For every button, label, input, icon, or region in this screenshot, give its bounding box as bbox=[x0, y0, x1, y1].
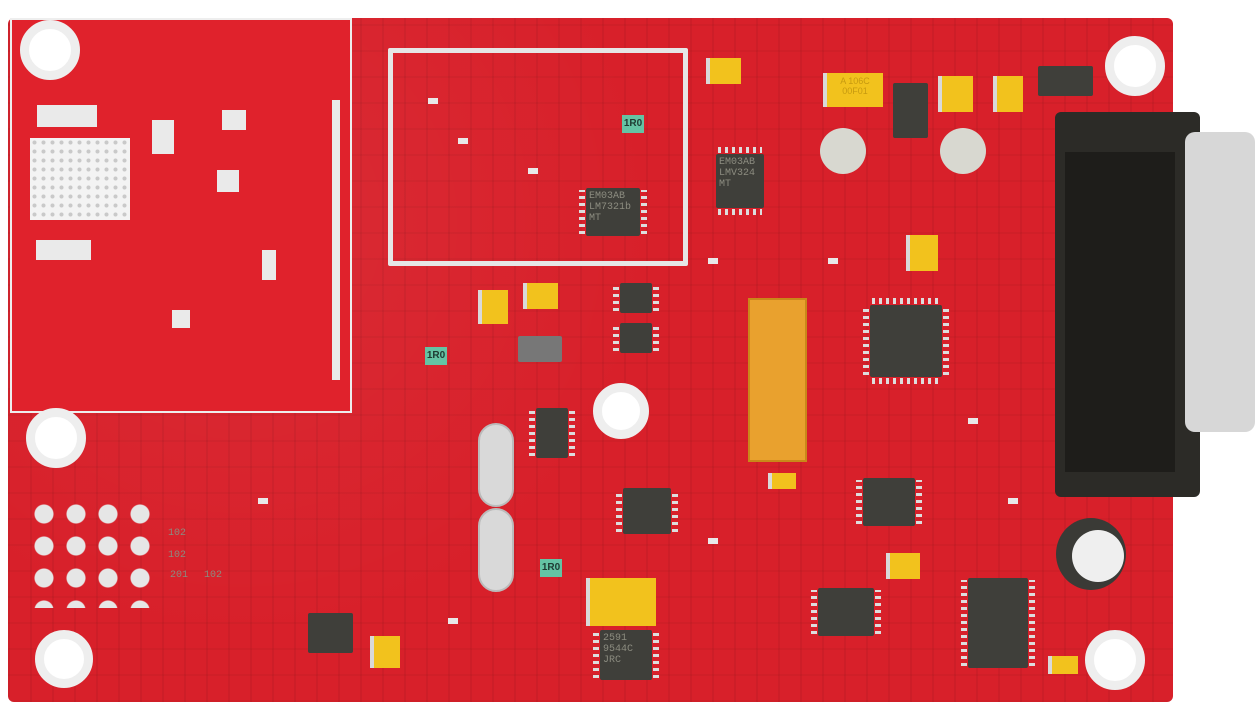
ic-marking: MT bbox=[719, 179, 732, 190]
cap-marking: A 106C bbox=[840, 76, 870, 86]
shield-pad bbox=[217, 170, 239, 192]
smd-passive bbox=[708, 538, 718, 544]
ic-marking: EM03AB bbox=[589, 191, 626, 202]
smd-passive bbox=[458, 138, 468, 144]
shield-pad bbox=[152, 120, 174, 154]
inductor-1r0: 1R0 bbox=[425, 347, 447, 365]
smd-passive bbox=[828, 258, 838, 264]
ic-marking: MT bbox=[589, 213, 602, 224]
ic-marking: EM03AB bbox=[719, 157, 756, 168]
mounting-hole bbox=[593, 383, 649, 439]
microcontroller-qfp bbox=[863, 298, 949, 384]
db9-shell bbox=[1185, 132, 1255, 432]
tantalum-capacitor bbox=[1048, 656, 1078, 674]
rf-shield bbox=[10, 18, 352, 413]
tantalum-capacitor bbox=[768, 473, 796, 489]
power-inductor bbox=[820, 128, 866, 174]
crystal-oscillator bbox=[518, 336, 562, 362]
resistor-label: 102 bbox=[204, 570, 223, 581]
crystal bbox=[478, 423, 514, 507]
tantalum-capacitor bbox=[906, 235, 938, 271]
db9-body bbox=[1065, 152, 1175, 472]
ic-lm7321: EM03AB LM7321b MT bbox=[579, 188, 647, 236]
smd-passive bbox=[428, 98, 438, 104]
smd-passive bbox=[448, 618, 458, 624]
tantalum-capacitor bbox=[706, 58, 741, 84]
regulator bbox=[893, 83, 928, 138]
shield-pad bbox=[36, 240, 91, 260]
mounting-hole bbox=[1085, 630, 1145, 690]
ic-soic bbox=[613, 283, 659, 313]
ic-marking: 9544C bbox=[603, 644, 634, 655]
resistor-label: 102 bbox=[168, 528, 187, 539]
ic-marking: JRC bbox=[603, 655, 622, 666]
ic-soic bbox=[613, 323, 659, 353]
ic-lmv324: EM03AB LMV324 MT bbox=[716, 147, 764, 215]
ic-soic bbox=[616, 488, 678, 534]
shield-pad bbox=[37, 105, 97, 127]
tantalum-capacitor bbox=[938, 76, 973, 112]
tantalum-capacitor bbox=[586, 578, 656, 626]
pcb-board: EM03AB LMV324 MT EM03AB LM7321b MT 2591 … bbox=[8, 18, 1173, 702]
rf-connector-pads bbox=[28, 498, 153, 608]
ic-marking: LMV324 bbox=[719, 168, 756, 179]
pin-header-connector[interactable] bbox=[748, 298, 807, 462]
ic-marking: 2591 bbox=[603, 633, 628, 644]
diode bbox=[1038, 66, 1093, 96]
shield-pad bbox=[172, 310, 190, 328]
mounting-hole bbox=[26, 408, 86, 468]
regulator bbox=[308, 613, 353, 653]
cap-marking: 00F01 bbox=[842, 86, 868, 96]
ic-soic bbox=[529, 408, 575, 458]
tantalum-capacitor bbox=[886, 553, 920, 579]
tantalum-capacitor bbox=[478, 290, 508, 324]
smd-passive bbox=[528, 168, 538, 174]
mounting-hole bbox=[20, 20, 80, 80]
ic-jrc: 2591 9544C JRC bbox=[593, 630, 659, 680]
power-inductor bbox=[940, 128, 986, 174]
ic-soic bbox=[856, 478, 922, 526]
smd-passive bbox=[968, 418, 978, 424]
tantalum-capacitor: A 106C 00F01 bbox=[823, 73, 883, 107]
mounting-hole bbox=[1105, 36, 1165, 96]
electrolytic-capacitor bbox=[1056, 518, 1126, 590]
smd-passive bbox=[1008, 498, 1018, 504]
shield-edge bbox=[332, 100, 340, 380]
shield-pad bbox=[262, 250, 276, 280]
tantalum-capacitor bbox=[993, 76, 1023, 112]
crystal bbox=[478, 508, 514, 592]
shield-pad bbox=[222, 110, 246, 130]
db9-connector[interactable] bbox=[1055, 112, 1255, 497]
smd-passive bbox=[708, 258, 718, 264]
shield-fence-top bbox=[388, 48, 688, 266]
inductor-1r0: 1R0 bbox=[540, 559, 562, 577]
shield-grid bbox=[30, 138, 130, 220]
mounting-hole bbox=[35, 630, 93, 688]
smd-passive bbox=[258, 498, 268, 504]
ic-soic bbox=[811, 588, 881, 636]
tantalum-capacitor bbox=[370, 636, 400, 668]
resistor-label: 102 bbox=[168, 550, 187, 561]
resistor-label: 201 bbox=[170, 570, 189, 581]
ic-dip8 bbox=[961, 578, 1035, 668]
inductor-1r0: 1R0 bbox=[622, 115, 644, 133]
ic-marking: LM7321b bbox=[589, 202, 632, 213]
tantalum-capacitor bbox=[523, 283, 558, 309]
